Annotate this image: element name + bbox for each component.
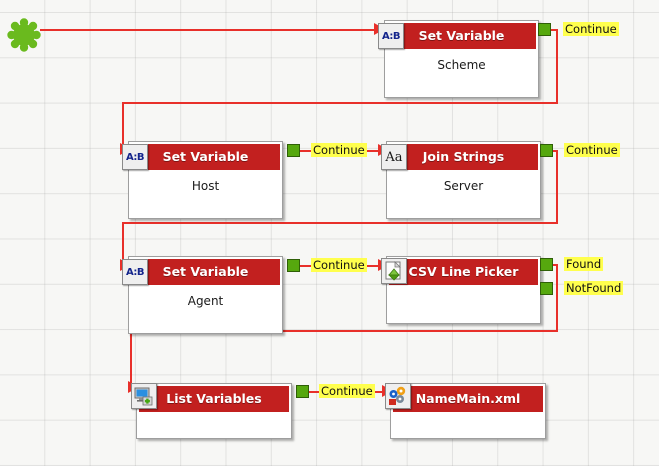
port-found[interactable] [540, 258, 553, 271]
port-label-continue: Continue [563, 22, 619, 36]
node-subtitle: Scheme [387, 49, 536, 97]
node-title: List Variables [139, 386, 289, 412]
wire-csv-to-list-h [130, 330, 558, 332]
node-title: Set Variable [131, 144, 280, 170]
ab-variable-icon: A:B [378, 23, 404, 49]
start-node[interactable] [6, 18, 42, 56]
node-set-variable-scheme[interactable]: Set Variable Scheme [384, 20, 539, 98]
node-title: CSV Line Picker [389, 259, 538, 285]
node-join-strings-server[interactable]: Join Strings Server [386, 141, 541, 219]
port-continue[interactable] [540, 144, 553, 157]
port-label-continue: Continue [311, 258, 367, 272]
wire-csv-to-list-v [130, 330, 132, 387]
wire-scheme-to-host-v [122, 102, 124, 150]
wire-join-to-agent-v [122, 222, 124, 266]
wire-csv-found-v [556, 264, 558, 331]
node-csv-line-picker[interactable]: CSV Line Picker [386, 256, 541, 324]
node-title: Set Variable [387, 23, 536, 49]
wire-csv-found-h [551, 264, 558, 266]
wire-join-out-v [556, 150, 558, 223]
wire-scheme-out-h [551, 29, 558, 31]
aa-text-icon: Aa [381, 144, 407, 170]
node-subtitle: Server [389, 170, 538, 218]
port-label-continue: Continue [319, 384, 375, 398]
ab-variable-icon: A:B [122, 144, 148, 170]
ab-variable-icon: A:B [122, 259, 148, 285]
port-continue[interactable] [538, 23, 551, 36]
port-continue[interactable] [296, 385, 309, 398]
port-label-continue: Continue [311, 143, 367, 157]
node-namemain-xml[interactable]: NameMain.xml [390, 383, 546, 439]
node-set-variable-agent[interactable]: Set Variable Agent [128, 256, 283, 334]
node-subtitle [389, 285, 538, 323]
monitor-add-icon [131, 383, 157, 409]
node-subtitle: Agent [131, 285, 280, 333]
node-set-variable-host[interactable]: Set Variable Host [128, 141, 283, 219]
green-gear-icon [7, 18, 41, 52]
puzzle-gears-icon [385, 383, 411, 409]
node-subtitle [139, 412, 289, 438]
wire-join-out-h [551, 150, 558, 152]
port-continue[interactable] [287, 144, 300, 157]
port-label-notfound: NotFound [564, 281, 624, 295]
node-subtitle: Host [131, 170, 280, 218]
port-continue[interactable] [287, 259, 300, 272]
node-list-variables[interactable]: List Variables [136, 383, 292, 439]
port-label-found: Found [564, 257, 604, 271]
port-notfound[interactable] [540, 282, 553, 295]
node-title: NameMain.xml [393, 386, 543, 412]
wire-scheme-to-host-h [122, 102, 558, 104]
node-title: Join Strings [389, 144, 538, 170]
wire-scheme-out-v [556, 29, 558, 103]
wire-join-to-agent-h [122, 222, 558, 224]
wire-start-to-scheme [40, 29, 385, 31]
node-subtitle [393, 412, 543, 438]
csv-document-icon [381, 258, 407, 284]
node-title: Set Variable [131, 259, 280, 285]
port-label-continue: Continue [564, 143, 620, 157]
